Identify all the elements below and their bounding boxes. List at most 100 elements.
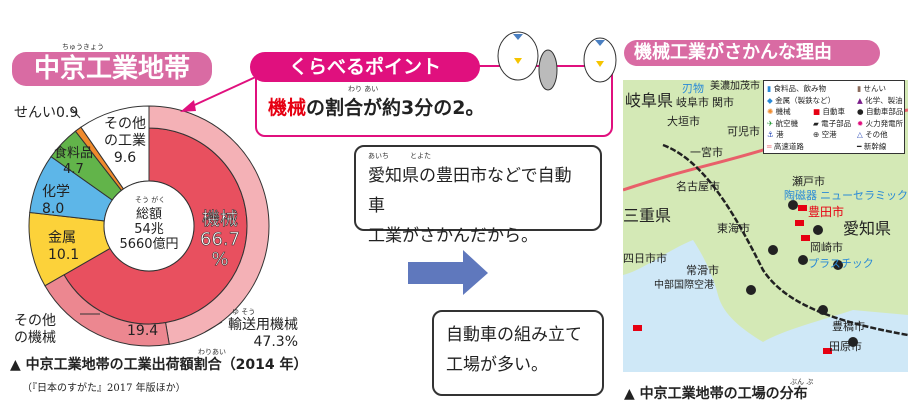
bubble1-line1: 愛知県の豊田市などで自動車 — [368, 166, 572, 216]
highway-icon: ═ — [767, 141, 774, 151]
map-label-minokamo: 美濃加茂市 — [710, 81, 760, 92]
reason-bubble-2: 自動車の組み立て工場が多い。 — [432, 310, 604, 396]
legend-item: ◆ 金属（製鉄など） — [767, 96, 835, 106]
power-plant-icon: ✹ — [857, 118, 866, 128]
map-label-gifu_city: 岐阜市 — [676, 96, 709, 109]
legend-item: ● 自動車部品 — [857, 107, 903, 117]
chart-hole — [103, 180, 195, 272]
legend-item: ▰ 電子部品 — [813, 119, 851, 129]
legend-item: ▮ 食料品、飲み物 — [767, 84, 826, 94]
map-caption: ▲ 中京工業地帯の工場の分布 — [624, 386, 808, 402]
airport-icon: ⊕ — [813, 130, 822, 139]
map-label-ogaki: 大垣市 — [667, 115, 700, 128]
point-text: 機械の割合が約3分の2。 — [268, 96, 484, 120]
water-bay — [623, 240, 908, 372]
bubble2-line1: 自動車の組み立て — [446, 325, 582, 345]
legend-label: 火力発電所 — [865, 118, 904, 128]
legend-label: 自動車 — [822, 107, 845, 116]
map-caption-text: 中京工業地帯の工場の分布 — [639, 386, 808, 402]
plane-icon: ✈ — [767, 118, 776, 128]
legend-label: その他 — [865, 130, 888, 139]
legend-item: ━ 新幹線 — [857, 142, 886, 152]
legend-label: せんい — [863, 84, 887, 93]
legend-label: 空港 — [821, 130, 837, 139]
map-label-gifu_pref: 岐阜県 — [625, 91, 674, 110]
triangle-icon: △ — [857, 130, 866, 139]
point-rest: の割合が約3分の2。 — [306, 97, 485, 119]
legend-item: ═ 高速道路 — [767, 142, 804, 152]
chip-icon: ▰ — [813, 118, 822, 128]
legend-label: 高速道路 — [773, 141, 804, 151]
map-label-hamono: 刃物 — [682, 82, 704, 95]
map-legend: ▮ 食料品、飲み物▮ せんい◆ 金属（製鉄など）▲ 化学、製油✺ 機械■ 自動車… — [763, 80, 905, 154]
legend-item: ▮ せんい — [857, 84, 886, 94]
map-label-kani: 可児市 — [727, 125, 760, 138]
legend-item: ▲ 化学、製油 — [857, 96, 903, 106]
legend-label: 化学、製油 — [865, 95, 903, 105]
legend-label: 電子部品 — [821, 118, 852, 128]
bubble2-line2: 工場が多い。 — [446, 355, 548, 375]
car-icon: ■ — [813, 107, 823, 116]
chita-peninsula — [718, 245, 763, 342]
legend-label: 食料品、飲み物 — [773, 84, 827, 93]
chart-caption: ▲ 中京工業地帯の工業出荷額割合（2014 年） — [10, 357, 308, 373]
map-label-nagoya: 名古屋市 — [676, 180, 720, 193]
legend-item: ■ 自動車 — [813, 107, 845, 117]
bubble1-line2: 工業がさかんだから。 — [368, 226, 538, 246]
map-label-toyohashi: 豊橋市 — [832, 320, 865, 333]
caption-ruby: わりあい — [198, 348, 226, 356]
donut-chart — [28, 105, 270, 347]
map-label-seki: 関市 — [712, 96, 734, 109]
mascot-illustration — [497, 31, 617, 91]
legend-item: ✹ 火力発電所 — [857, 119, 903, 129]
map-label-yokkaichi: 四日市市 — [623, 252, 667, 265]
map-label-seto: 瀬戸市 — [792, 175, 825, 188]
point-highlight: 機械 — [268, 97, 307, 119]
source-note: （『日本のすがた』2017 年版ほか） — [22, 383, 186, 394]
leader-line — [204, 321, 223, 333]
flask-icon: ▲ — [857, 95, 866, 105]
pointer-arrow — [180, 74, 261, 112]
map-title: 機械工業がさかんな理由 — [624, 40, 880, 66]
legend-item: △ その他 — [857, 130, 888, 140]
map-label-airport: 中部国際空港 — [654, 280, 714, 291]
legend-label: 金属（製鉄など） — [775, 95, 836, 105]
map-label-tokoname: 常滑市 — [686, 264, 719, 277]
legend-item: ⊕ 空港 — [813, 130, 837, 140]
map-label-ichinomiya: 一宮市 — [690, 146, 723, 159]
anchor-icon: ⚓ — [767, 130, 777, 139]
shinkansen-line — [662, 143, 908, 337]
map-label-plastic: プラスチック — [808, 257, 874, 270]
slice-その他の機械 — [44, 274, 170, 347]
map-label-tokai: 東海市 — [717, 222, 750, 235]
title-ruby: ちゅうきょう — [62, 43, 104, 51]
bubble1-ruby: あいち とよた — [368, 152, 431, 160]
cup-icon: ▮ — [767, 84, 774, 93]
map-caption-ruby: ぶん ぷ — [790, 378, 814, 386]
point-badge: くらべるポイント — [250, 52, 480, 82]
leader-line — [71, 108, 81, 119]
shinkansen-icon: ━ — [857, 141, 864, 151]
legend-item: ⚓ 港 — [767, 130, 784, 140]
map-label-mie: 三重県 — [623, 206, 672, 225]
page-title: 中京工業地帯 — [12, 52, 212, 86]
legend-label: 機械 — [775, 107, 791, 116]
gear-icon: ✺ — [767, 107, 776, 116]
legend-item: ✺ 機械 — [767, 107, 791, 117]
map-label-toyota: 豊田市 — [808, 205, 845, 219]
map-label-okazaki: 岡崎市 — [810, 241, 843, 254]
car-markers — [633, 205, 832, 354]
map-label-tahara: 田原市 — [829, 340, 862, 353]
spool-icon: ▮ — [857, 84, 864, 93]
tire-icon: ● — [857, 107, 866, 116]
reason-bubble-1: あいち とよた 愛知県の豊田市などで自動車 工業がさかんだから。 — [354, 145, 602, 246]
chart-caption-text: 中京工業地帯の工業出荷額割合（2014 年） — [25, 357, 308, 373]
legend-label: 新幹線 — [863, 141, 887, 151]
metal-icon: ◆ — [767, 95, 776, 105]
legend-label: 港 — [776, 130, 784, 139]
legend-item: ✈ 航空機 — [767, 119, 798, 129]
legend-label: 航空機 — [775, 118, 799, 128]
tire-markers — [746, 200, 858, 347]
map-label-aichi: 愛知県 — [843, 219, 892, 238]
map-label-toji: 陶磁器 — [784, 189, 817, 202]
